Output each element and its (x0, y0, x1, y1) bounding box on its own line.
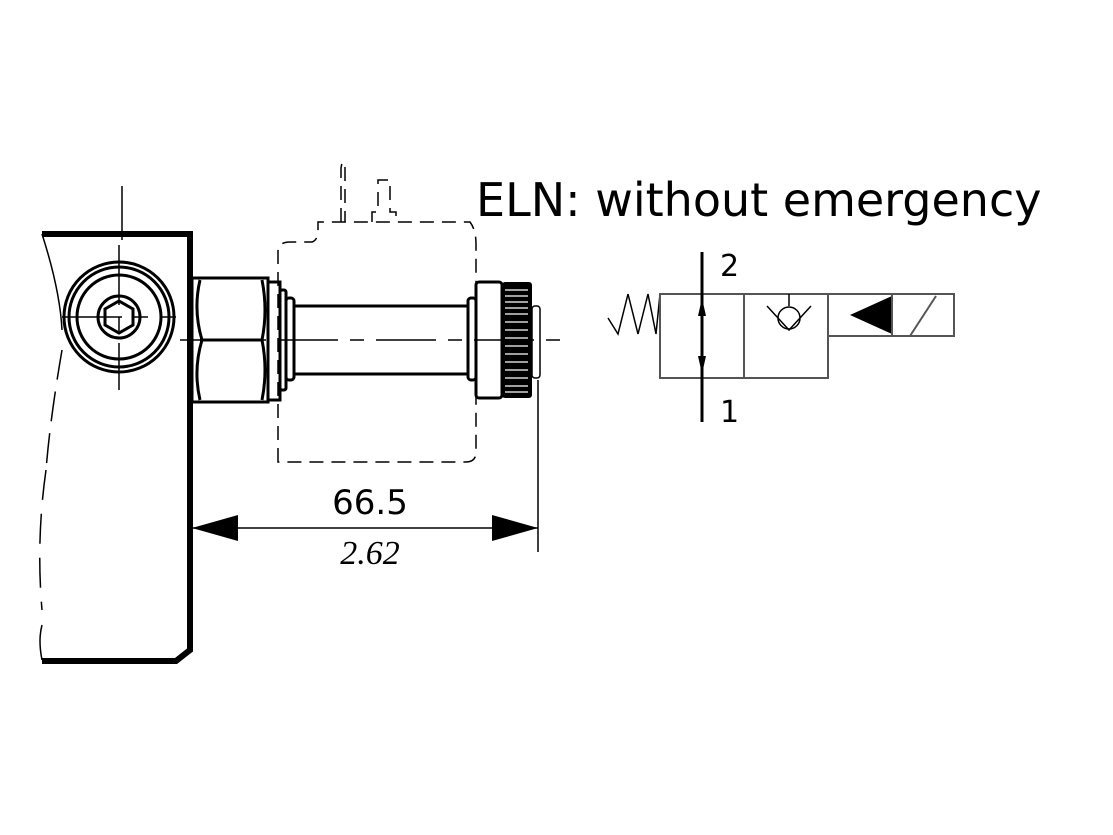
dimension-imperial: 2.62 (340, 535, 400, 572)
flow-arrow-down (698, 356, 706, 374)
dimension-arrow-left (192, 515, 238, 541)
flow-arrow-up (698, 298, 706, 316)
solenoid-arrow-icon (850, 296, 892, 334)
check-valve-icon (766, 294, 812, 332)
mounting-block (39, 231, 193, 664)
length-dimension: 66.5 2.62 (192, 380, 539, 572)
dimension-metric: 66.5 (332, 483, 408, 523)
drawing-title: ELN: without emergency (476, 173, 1041, 227)
port-fitting-front-view (62, 186, 176, 390)
port-label-1: 1 (720, 395, 739, 430)
port-label-2: 2 (720, 249, 739, 284)
valve-symbol: 2 1 (607, 249, 955, 430)
dimension-arrow-right (492, 515, 538, 541)
coil-outline-dashed (277, 161, 477, 463)
armature-tube (284, 296, 478, 382)
spring-icon (607, 293, 661, 336)
